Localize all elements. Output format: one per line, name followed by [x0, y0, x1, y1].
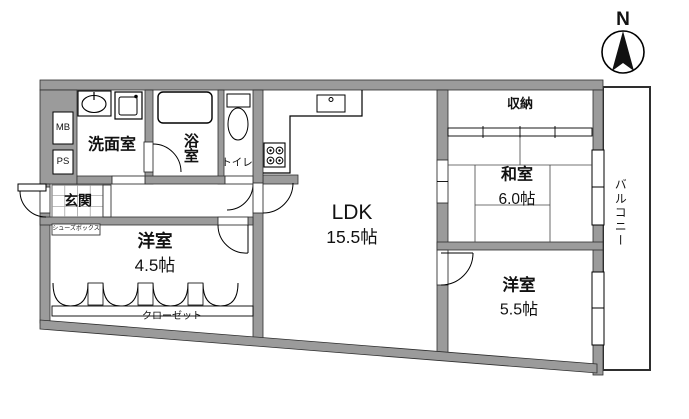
bathtub [157, 91, 213, 124]
kitchen-counter [263, 90, 363, 174]
wall-room45-top-b [247, 216, 254, 226]
washroom-opening [111, 175, 146, 185]
western-45-label: 洋室 [137, 230, 173, 251]
japanese-room [436, 126, 593, 242]
washroom-fixtures [77, 90, 143, 120]
north-label: N [616, 9, 630, 31]
tatami-lines [448, 137, 592, 242]
closet-jamb [87, 282, 104, 306]
entrance-area [17, 183, 112, 236]
toilet-bowl [227, 107, 249, 141]
room55-door-opening [436, 249, 449, 286]
closet-jamb [137, 282, 154, 306]
room55-door-swing-arc [440, 252, 474, 286]
wall-washitsu-c [436, 284, 449, 354]
japanese-room-size-label: 6.0帖 [498, 190, 536, 208]
shoe-box [51, 223, 101, 236]
kitchen-sink [316, 94, 346, 113]
ldk-size-label: 15.5帖 [326, 226, 378, 247]
western-45 [51, 216, 254, 317]
genkan-tile-grid [52, 185, 103, 217]
room45-door-opening [217, 216, 249, 226]
entry-door-swing-arc [19, 190, 47, 218]
kitchen [263, 90, 363, 174]
walls [39, 79, 604, 376]
wall-hall-b [144, 175, 226, 185]
ldk-door-opening [252, 182, 264, 214]
ldk-label: LDK [331, 200, 373, 224]
closet-folding-doors [51, 282, 254, 317]
wall-bath-toilet [217, 89, 225, 185]
wall-wash-bath-a [144, 89, 154, 143]
wall-washitsu-room55 [436, 241, 604, 251]
ldk-door [252, 182, 294, 214]
wall-ldk-left-a [252, 89, 264, 184]
wall-bottom-slanted [39, 319, 598, 374]
wall-left-b [39, 212, 51, 324]
japanese-room-label: 和室 [500, 166, 534, 184]
wall-ldk-left-b [252, 212, 264, 339]
closet-track [51, 305, 254, 317]
toilet-fixtures [224, 93, 254, 211]
closet-label: クローゼット [142, 310, 202, 322]
north-arrow-needle [612, 31, 634, 71]
toilet-label: トイレ [221, 156, 253, 169]
genkan-label: 玄関 [64, 192, 92, 209]
room45-door-swing-arc [217, 224, 249, 254]
washroom-label: 洗面室 [87, 136, 137, 154]
kitchen-faucet [328, 97, 334, 102]
wall-top [39, 79, 604, 91]
toilet-tank [226, 93, 251, 108]
wall-right-upper [592, 89, 604, 151]
pipe-space-label: PS [56, 156, 70, 168]
stove-burners [266, 146, 284, 165]
wall-hall-a [76, 175, 113, 185]
washing-machine-drum [118, 96, 138, 116]
shoe-box-label: シューズボックス [52, 225, 100, 232]
washing-machine-dot [134, 94, 138, 99]
storage-door-ticks [482, 126, 556, 138]
western-45-size-label: 4.5帖 [134, 256, 176, 276]
balcony-label: バルコニー [613, 178, 628, 248]
bathroom-door-swing-arc [152, 143, 182, 173]
closet-jamb [187, 282, 204, 306]
pipe-space-box [52, 149, 74, 175]
meter-box-label: MB [55, 122, 71, 134]
storage-label: 収納 [506, 96, 534, 112]
western-55-label: 洋室 [502, 276, 536, 295]
genkan-step [102, 184, 112, 218]
toilet-door-swing-arc [226, 183, 254, 211]
bathroom-fixtures [143, 91, 213, 173]
bathroom-door-panel [143, 141, 154, 173]
western-55-size-label: 5.5帖 [499, 301, 539, 319]
windows [591, 149, 605, 346]
meter-box [52, 111, 74, 145]
western-55 [436, 249, 474, 286]
wall-kitchen-stub [262, 174, 299, 185]
north-compass [601, 30, 645, 74]
ldk-door-swing-arc [262, 182, 294, 214]
entry-door-panel [17, 183, 47, 192]
utility-boxes [52, 111, 74, 175]
wall-washitsu-a [436, 89, 449, 161]
toilet-door-panel [224, 175, 254, 185]
bathroom-label: 浴室 [181, 133, 199, 163]
